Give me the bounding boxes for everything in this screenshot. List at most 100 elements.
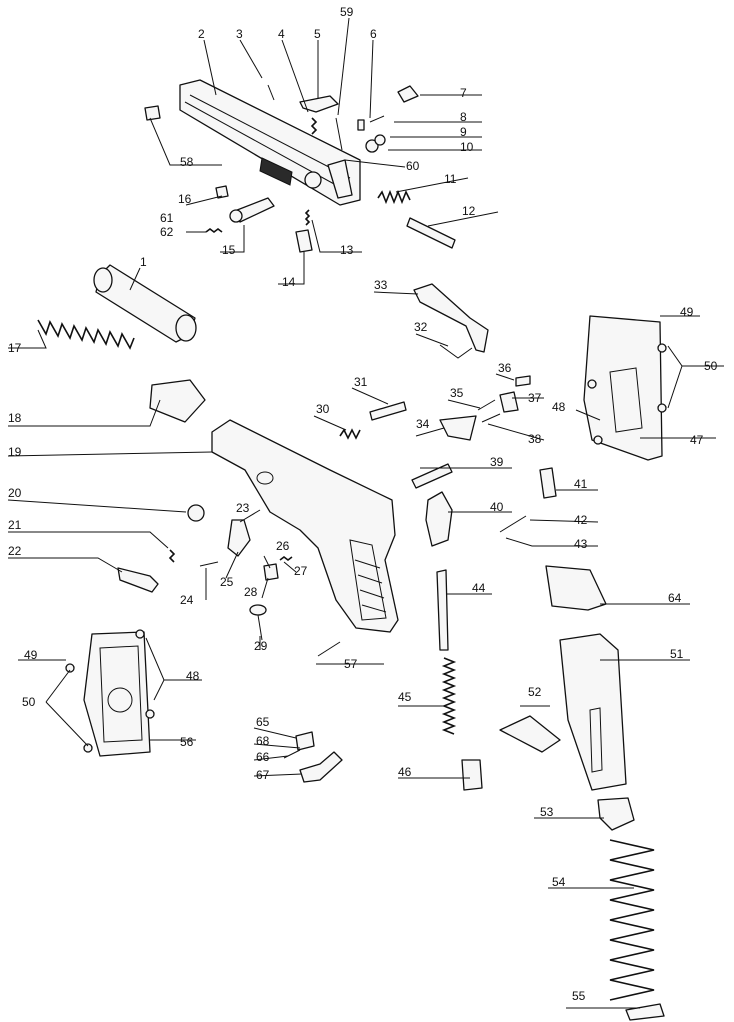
part-26-27-28-sear <box>263 556 293 581</box>
part-9-10-plunger <box>365 134 386 153</box>
label-29: 29 <box>254 639 268 653</box>
label-51: 51 <box>670 647 684 661</box>
part-7-front-sight <box>397 85 419 103</box>
label-50-left: 50 <box>22 695 36 709</box>
label-34: 34 <box>416 417 430 431</box>
label-21: 21 <box>8 518 22 532</box>
part-16-plunger <box>215 185 229 199</box>
part-5-extractor <box>299 95 339 113</box>
part-40-hammer <box>425 491 453 547</box>
label-5: 5 <box>314 27 321 41</box>
label-1: 1 <box>140 255 147 269</box>
part-36-37-levers <box>499 375 531 413</box>
label-20: 20 <box>8 486 22 500</box>
part-34-disconnector <box>439 415 477 441</box>
label-8: 8 <box>460 110 467 124</box>
part-58-rear-sight <box>144 105 161 121</box>
label-11: 11 <box>444 172 457 186</box>
part-29-pin <box>249 604 267 641</box>
label-35: 35 <box>450 386 464 400</box>
label-3: 3 <box>236 27 243 41</box>
label-66: 66 <box>256 750 270 764</box>
label-19: 19 <box>8 445 22 459</box>
part-14-block <box>295 229 313 253</box>
label-57: 57 <box>344 657 358 671</box>
label-38: 38 <box>528 432 542 446</box>
part-19-frame <box>211 419 399 633</box>
label-47: 47 <box>690 433 704 447</box>
part-56-left-grip <box>83 631 151 757</box>
label-25: 25 <box>220 575 234 589</box>
label-39: 39 <box>490 455 504 469</box>
part-44-mainspring-strut <box>436 569 449 651</box>
part-11-spring <box>377 189 411 205</box>
label-14: 14 <box>282 275 296 289</box>
part-18-locking-block <box>149 379 206 423</box>
label-46: 46 <box>398 765 412 779</box>
part-number-labels: 2 3 4 5 59 6 7 8 9 10 60 11 12 58 16 61 … <box>8 5 718 1003</box>
part-4-spring <box>310 117 318 135</box>
label-12: 12 <box>462 204 476 218</box>
part-3-pin <box>267 84 275 101</box>
label-50-right: 50 <box>704 359 718 373</box>
label-17: 17 <box>8 341 22 355</box>
label-68: 68 <box>256 734 270 748</box>
part-6-pin <box>357 119 365 131</box>
label-4: 4 <box>278 27 285 41</box>
label-43: 43 <box>574 537 588 551</box>
label-33: 33 <box>374 278 388 292</box>
label-2: 2 <box>198 27 205 41</box>
part-47-right-grip <box>583 315 663 461</box>
part-48-49-50-grip-screws-left <box>65 629 155 753</box>
label-53: 53 <box>540 805 554 819</box>
part-8-pin <box>369 115 385 123</box>
part-30-31-spring-and-plunger <box>339 401 407 440</box>
label-60: 60 <box>406 159 420 173</box>
label-30: 30 <box>316 402 330 416</box>
slide <box>179 79 361 206</box>
part-12-guide <box>406 217 456 249</box>
leader-lines <box>7 17 724 1009</box>
part-54-magazine-spring <box>609 839 655 1001</box>
label-13: 13 <box>340 243 354 257</box>
part-39-firing-pin <box>411 463 453 489</box>
label-62: 62 <box>160 225 174 239</box>
part-62-spring <box>205 228 223 233</box>
label-49-left: 49 <box>24 648 38 662</box>
label-37: 37 <box>528 391 542 405</box>
label-32: 32 <box>414 320 428 334</box>
label-31: 31 <box>354 375 368 389</box>
label-36: 36 <box>498 361 512 375</box>
label-18: 18 <box>8 411 22 425</box>
part-33-trigger-bar <box>413 283 489 353</box>
label-55: 55 <box>572 989 586 1003</box>
part-59-pin <box>335 117 343 151</box>
label-45: 45 <box>398 690 412 704</box>
part-52-floorplate <box>499 715 561 753</box>
part-23-24-25-hammer-group <box>199 519 251 567</box>
label-65: 65 <box>256 715 270 729</box>
label-48-left: 48 <box>186 669 200 683</box>
label-64: 64 <box>668 591 682 605</box>
part-46-mainspring-seat <box>461 759 483 791</box>
label-54: 54 <box>552 875 566 889</box>
label-28: 28 <box>244 585 258 599</box>
label-24: 24 <box>180 593 194 607</box>
part-64-magazine-extension <box>545 565 607 611</box>
part-1-barrel <box>93 264 197 343</box>
label-15: 15 <box>222 243 236 257</box>
label-56: 56 <box>180 735 194 749</box>
part-35-38-pins <box>477 399 501 423</box>
label-41: 41 <box>574 477 588 491</box>
part-15-firing-pin-block <box>229 197 275 223</box>
label-59: 59 <box>340 5 354 19</box>
part-41-42-43-safety-group <box>499 467 557 533</box>
part-22-takedown-lever <box>117 567 159 593</box>
part-45-mainspring <box>441 657 457 735</box>
label-61: 61 <box>160 211 174 225</box>
label-9: 9 <box>460 125 467 139</box>
label-42: 42 <box>574 513 588 527</box>
label-49-right: 49 <box>680 305 694 319</box>
label-6: 6 <box>370 27 377 41</box>
